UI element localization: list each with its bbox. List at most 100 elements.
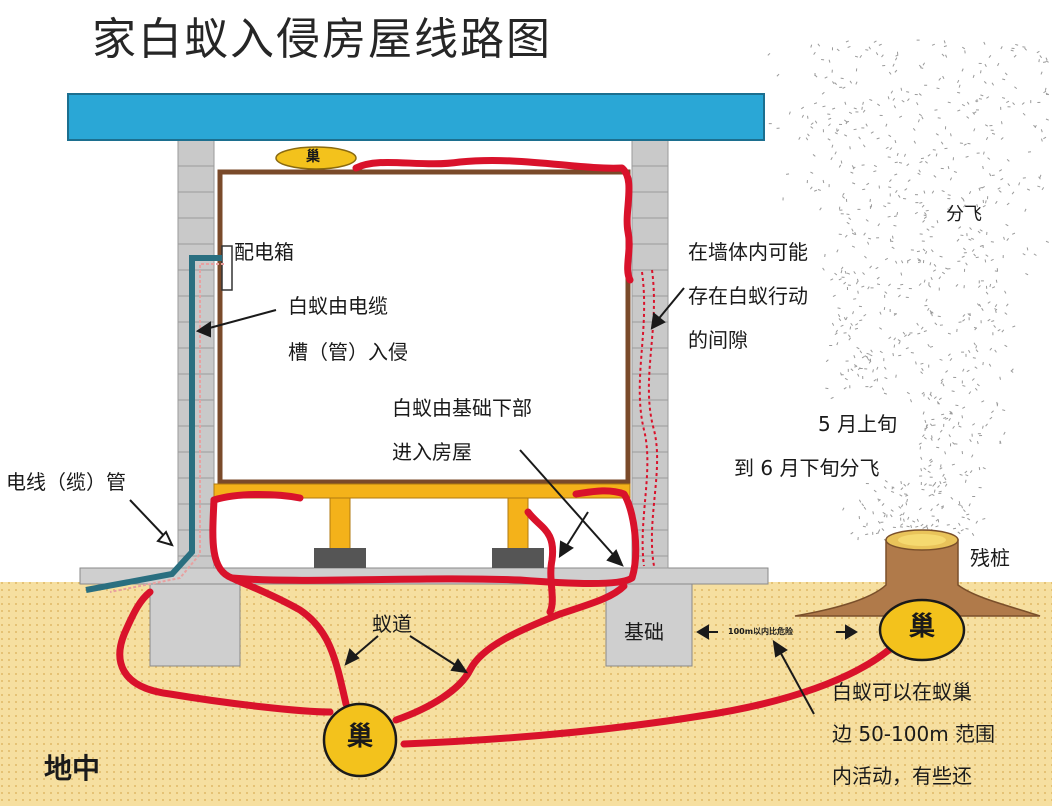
swarm-dot [1039,55,1043,59]
wall-left-block [177,425,215,453]
swarm-dot [1002,78,1006,81]
arrow-danger-right-head [845,624,858,640]
swarm-dot [964,470,968,474]
swarm-dot [931,313,933,317]
swarm-dot [991,410,994,414]
swarm-dot [930,276,933,281]
foundation-right [605,583,693,667]
swarm-dot [1004,72,1008,76]
swarm-dot [891,490,895,493]
swarm-dot [1011,232,1016,235]
swarm-dot [918,283,922,286]
swarm-dot [925,209,929,212]
swarm-dot [922,62,926,66]
swarm-dot [903,483,907,487]
swarm-dot [935,133,939,136]
swarm-dot [1021,102,1025,105]
swarm-dot [898,115,903,118]
swarm-dot [921,116,924,120]
pointer-arrows [129,287,858,715]
swarm-dot [867,286,870,290]
swarm-dot [822,267,825,271]
swarm-dot [887,215,891,218]
label-range-2: 边 50-100m 范围 [832,722,996,746]
wall-left-block [177,399,215,427]
swarm-dot [895,54,899,57]
swarm-dot [898,341,901,345]
swarm-dot [916,102,919,106]
label-range-1: 白蚁可以在蚁巢 [832,680,972,704]
stump-core [898,534,946,546]
swarm-dot [933,263,937,267]
swarm-dot [842,192,845,196]
swarm-dot [845,121,848,125]
swarm-dot [813,102,818,105]
swarm-dot [849,80,853,84]
arrow-foundation-a [519,449,619,561]
swarm-dot [936,220,939,224]
swarm-dot [917,261,922,264]
swarm-dot [844,377,848,381]
swarm-dot [967,313,971,316]
swarm-dot [893,337,896,341]
swarm-dot [893,215,898,218]
swarm-dot [961,255,965,258]
swarm-dot [843,281,847,285]
wall-right-block [631,425,669,453]
swarm-dot [1036,50,1040,54]
swarm-dot [977,230,981,234]
swarm-dot [1010,370,1014,373]
swarm-dot [853,271,856,275]
swarm-dot [931,493,935,497]
swarm-dot [846,221,850,225]
swarm-dot [997,62,1000,67]
label-foundation: 基础 [624,620,664,644]
swarm-dot [995,200,998,204]
swarm-dot [801,114,804,118]
swarm-dot [941,271,946,275]
swarm-dot [878,43,882,46]
swarm-dot [892,352,894,357]
swarm-dot [849,146,851,150]
swarm-dot [827,138,831,141]
label-wall-gap-2: 存在白蚁行动 [688,284,808,308]
swarm-dot [883,205,887,208]
swarm-dot [798,136,801,140]
swarm-dot [903,518,905,522]
swarm-dot [944,483,948,487]
swarm-dot [872,511,874,515]
swarm-dot [901,504,904,508]
swarm-dot [861,503,865,507]
swarm-dot [822,179,825,184]
arrow-cable-head [195,321,211,338]
swarm-dot [840,270,843,274]
swarm-dot [947,332,952,335]
swarm-dot [913,140,916,144]
swarm-dot [941,413,945,416]
wall-left-block [177,347,215,375]
swarm-dot [930,437,933,441]
swarm-dot [997,187,1001,190]
swarm-dot [834,151,837,155]
swarm-dot [848,217,852,221]
swarm-dot [926,526,929,530]
swarm-dot [927,397,931,401]
swarm-dot [1014,86,1018,90]
swarm-dot [1045,60,1049,63]
swarm-dot [906,525,910,528]
swarm-dot [966,116,970,119]
swarm-dot [900,523,904,526]
swarm-dot [910,399,912,403]
swarm-dot [924,160,928,164]
swarm-dot [852,182,856,185]
swarm-dot [899,494,903,497]
swarm-dot [994,349,997,353]
swarm-dot [916,250,920,253]
label-foundation-invasion-2: 进入房屋 [392,440,472,464]
swarm-dot [932,149,936,151]
swarm-dot [920,67,924,69]
swarm-dot [1000,177,1004,181]
swarm-dot [989,416,993,420]
swarm-dot [940,505,944,508]
swarm-dot [937,437,941,441]
